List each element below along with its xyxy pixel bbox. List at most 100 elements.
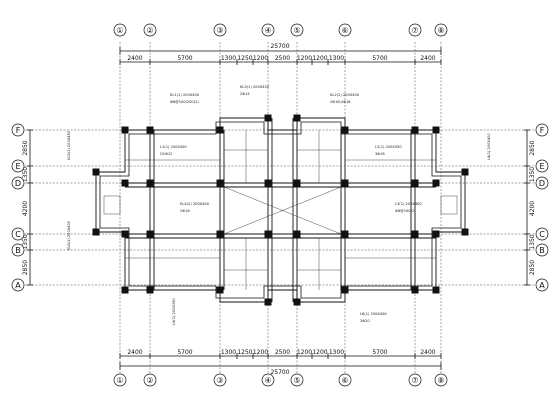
structural-column bbox=[92, 228, 100, 236]
span-dimension-lines bbox=[29, 61, 528, 357]
span-dimension: 2400 bbox=[420, 349, 435, 356]
structural-column bbox=[264, 114, 272, 122]
span-dimension: 2850 bbox=[529, 140, 536, 155]
structural-column bbox=[264, 179, 272, 187]
axis-bubble-h bbox=[11, 278, 25, 292]
axis-label-v: ⑥ bbox=[341, 26, 348, 35]
axis-label-h: B bbox=[539, 246, 545, 255]
axis-bubble-v bbox=[338, 23, 352, 37]
axis-label-h: A bbox=[15, 281, 21, 290]
structural-column bbox=[341, 126, 349, 134]
beam-label: L5(1) 200X350 bbox=[172, 298, 176, 325]
overall-dimension-bottom: 25700 bbox=[270, 369, 289, 376]
span-dimension: 1350 bbox=[22, 167, 29, 182]
span-dimension: 2400 bbox=[127, 55, 142, 62]
axis-label-v: ⑦ bbox=[411, 26, 418, 35]
axis-bubble-v bbox=[261, 373, 275, 387]
axis-bubble-h bbox=[535, 243, 549, 257]
axis-bubble-v bbox=[143, 373, 157, 387]
beam-label: KL1(1) 200X400 bbox=[170, 93, 200, 97]
span-dimension: 1300 bbox=[221, 55, 236, 62]
structural-column bbox=[293, 230, 301, 238]
axis-bubble-v bbox=[261, 23, 275, 37]
structural-column bbox=[121, 230, 129, 238]
axis-label-v: ⑧ bbox=[437, 376, 444, 385]
axis-label-v: ⑤ bbox=[293, 376, 300, 385]
beam-label: L1(1) 200X400 bbox=[160, 145, 187, 149]
span-dimension: 1350 bbox=[22, 234, 29, 249]
structural-column bbox=[341, 179, 349, 187]
interior-beams bbox=[103, 118, 458, 302]
span-dimension: 1250 bbox=[237, 55, 252, 62]
axis-bubble-h bbox=[535, 159, 549, 173]
span-dimension: 2500 bbox=[275, 349, 290, 356]
axis-bubble-h bbox=[11, 243, 25, 257]
span-dimension: 1300 bbox=[329, 55, 344, 62]
axis-bubble-v bbox=[408, 373, 422, 387]
structural-column bbox=[341, 230, 349, 238]
span-dimension: 1200 bbox=[253, 55, 268, 62]
structural-column bbox=[461, 228, 469, 236]
axis-label-h: C bbox=[15, 230, 21, 239]
axis-label-h: C bbox=[539, 230, 545, 239]
span-dimension: 1200 bbox=[297, 349, 312, 356]
structural-column bbox=[432, 230, 440, 238]
structural-column bbox=[121, 179, 129, 187]
span-dimension: 5700 bbox=[372, 55, 387, 62]
structural-column bbox=[92, 168, 100, 176]
beam-label: KL3(1) 200X450 bbox=[240, 85, 270, 89]
axis-bubble-v bbox=[408, 23, 422, 37]
rebar-note: 2Φ16 bbox=[180, 209, 190, 213]
structural-column bbox=[216, 179, 224, 187]
span-dimension: 1300 bbox=[329, 349, 344, 356]
beam-label: L3(1) 200X300 bbox=[395, 202, 422, 206]
axis-label-v: ③ bbox=[216, 26, 223, 35]
bottom-overall-dimension: 25700 bbox=[119, 362, 442, 376]
span-dimension: 2850 bbox=[22, 260, 29, 275]
span-dimension: 2500 bbox=[275, 55, 290, 62]
columns bbox=[92, 114, 469, 306]
structural-column bbox=[146, 286, 154, 294]
structural-column bbox=[121, 126, 129, 134]
axis-label-v: ① bbox=[116, 376, 123, 385]
span-dimension: 1200 bbox=[312, 349, 327, 356]
structural-column bbox=[432, 126, 440, 134]
axis-bubble-h bbox=[535, 227, 549, 241]
axis-label-v: ② bbox=[146, 26, 153, 35]
rebar-note: G2Φ12 bbox=[160, 152, 172, 156]
axis-bubble-v bbox=[213, 373, 227, 387]
structural-column bbox=[146, 126, 154, 134]
axis-label-h: F bbox=[540, 126, 545, 135]
structural-column bbox=[411, 179, 419, 187]
span-dimension: 1300 bbox=[221, 349, 236, 356]
axis-label-v: ④ bbox=[264, 376, 271, 385]
axis-bubble-v bbox=[113, 373, 127, 387]
rebar-note: 3Φ18 bbox=[375, 152, 385, 156]
span-dimension: 4200 bbox=[529, 201, 536, 216]
span-dimension: 2850 bbox=[529, 260, 536, 275]
axis-label-v: ⑤ bbox=[293, 26, 300, 35]
span-dimension: 2850 bbox=[22, 140, 29, 155]
span-dimension: 1350 bbox=[529, 234, 536, 249]
axis-label-h: D bbox=[539, 179, 545, 188]
axis-label-v: ⑥ bbox=[341, 376, 348, 385]
span-dimension: 1200 bbox=[297, 55, 312, 62]
rebar-note: 2Φ14 bbox=[240, 92, 250, 96]
axis-bubble-v bbox=[290, 373, 304, 387]
axis-bubble-v bbox=[434, 23, 448, 37]
span-dimension: 5700 bbox=[177, 55, 192, 62]
beam-label: KL5(1) 200X450 bbox=[67, 130, 71, 160]
axis-label-v: ③ bbox=[216, 376, 223, 385]
structural-column bbox=[293, 114, 301, 122]
structural-column bbox=[411, 230, 419, 238]
structural-column bbox=[216, 286, 224, 294]
axis-bubble-h bbox=[11, 123, 25, 137]
